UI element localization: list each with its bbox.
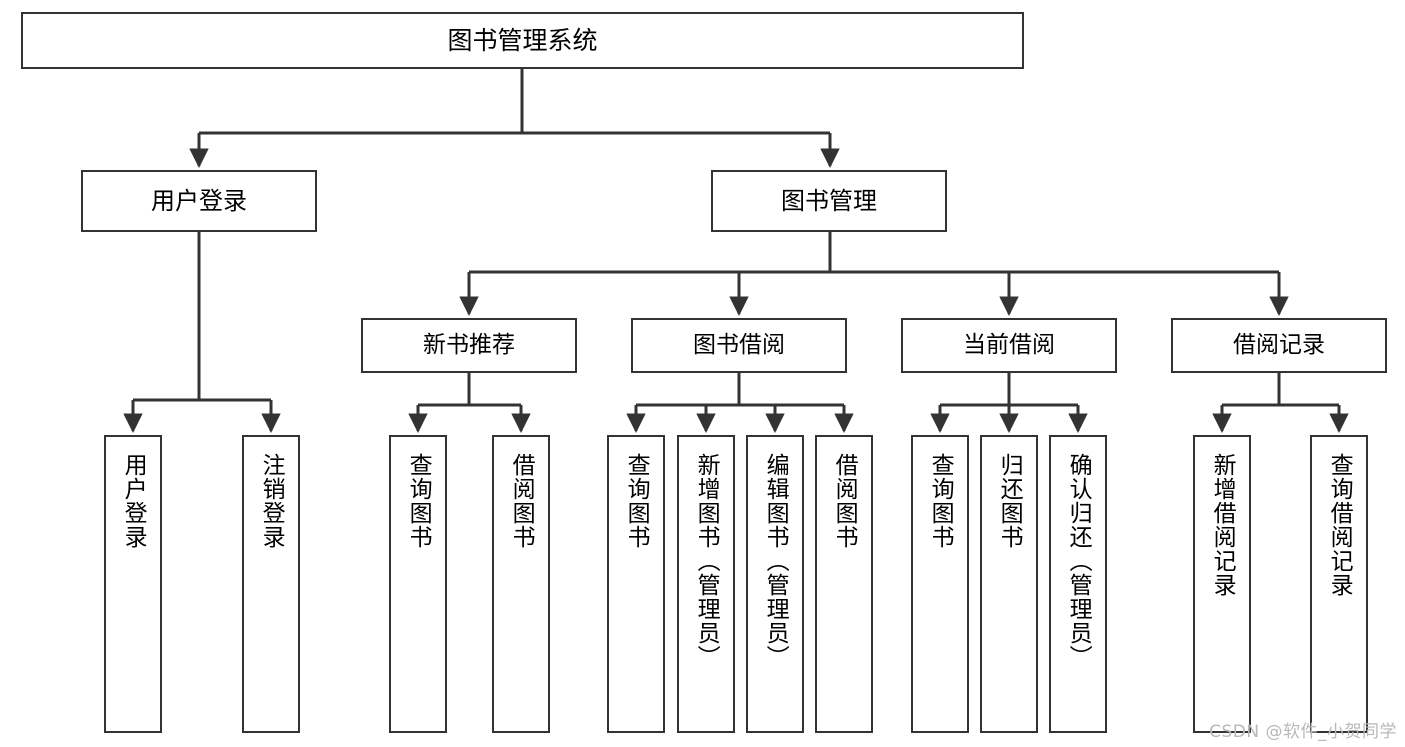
node-leaf-borrow-book-1-label: 借阅图书 [508,453,535,549]
node-leaf-query-book-1[interactable]: 查询图书 [389,435,447,733]
node-book-manage[interactable]: 图书管理 [711,170,947,232]
node-leaf-query-book-3[interactable]: 查询图书 [911,435,969,733]
node-leaf-query-book-3-label: 查询图书 [927,453,954,549]
node-leaf-add-record[interactable]: 新增借阅记录 [1193,435,1251,733]
node-leaf-logout-login[interactable]: 注销登录 [242,435,300,733]
node-borrow-record[interactable]: 借阅记录 [1171,318,1387,373]
node-user-login-label: 用户登录 [151,186,247,215]
node-leaf-query-book-2[interactable]: 查询图书 [607,435,665,733]
node-leaf-return-book-label: 归还图书 [996,453,1023,549]
node-leaf-borrow-book-2-label: 借阅图书 [831,453,858,549]
node-root-system[interactable]: 图书管理系统 [21,12,1024,69]
node-leaf-query-record-label: 查询借阅记录 [1326,453,1353,597]
node-borrow-record-label: 借阅记录 [1233,331,1325,358]
node-book-borrow[interactable]: 图书借阅 [631,318,847,373]
node-root-system-label: 图书管理系统 [447,25,598,55]
node-leaf-confirm-return[interactable]: 确认归还（管理员） [1049,435,1107,733]
node-leaf-edit-book[interactable]: 编辑图书（管理员） [746,435,804,733]
csdn-watermark: CSDN @软件_小贺同学 [1209,722,1397,742]
node-leaf-query-book-2-label: 查询图书 [623,453,650,549]
node-leaf-add-book[interactable]: 新增图书（管理员） [677,435,735,733]
node-leaf-edit-book-label: 编辑图书（管理员） [762,453,789,669]
node-book-borrow-label: 图书借阅 [693,331,785,358]
node-leaf-query-book-1-label: 查询图书 [405,453,432,549]
node-leaf-return-book[interactable]: 归还图书 [980,435,1038,733]
node-leaf-user-login-label: 用户登录 [120,453,147,549]
node-leaf-user-login[interactable]: 用户登录 [104,435,162,733]
node-current-borrow[interactable]: 当前借阅 [901,318,1117,373]
node-book-manage-label: 图书管理 [781,186,877,215]
node-current-borrow-label: 当前借阅 [963,331,1055,358]
node-new-book-recommend[interactable]: 新书推荐 [361,318,577,373]
node-leaf-add-record-label: 新增借阅记录 [1209,453,1236,597]
node-leaf-logout-login-label: 注销登录 [258,453,285,549]
node-leaf-borrow-book-1[interactable]: 借阅图书 [492,435,550,733]
node-leaf-query-record[interactable]: 查询借阅记录 [1310,435,1368,733]
node-new-book-recommend-label: 新书推荐 [423,331,515,358]
node-leaf-borrow-book-2[interactable]: 借阅图书 [815,435,873,733]
node-leaf-confirm-return-label: 确认归还（管理员） [1065,453,1092,669]
node-leaf-add-book-label: 新增图书（管理员） [693,453,720,669]
node-user-login[interactable]: 用户登录 [81,170,317,232]
